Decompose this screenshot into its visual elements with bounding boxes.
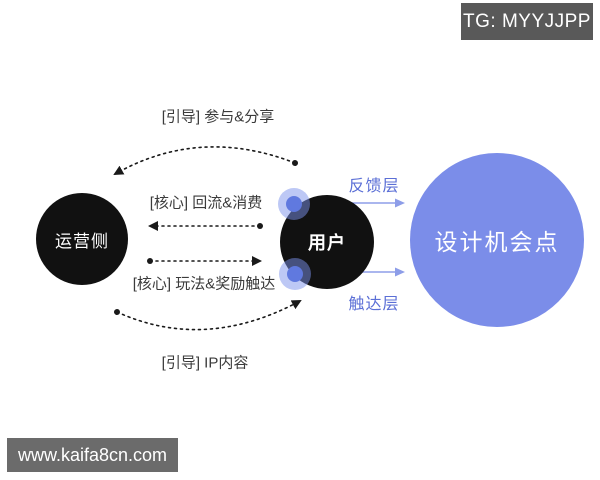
watermark-text: www.kaifa8cn.com	[17, 444, 168, 465]
arc-participate-share	[113, 146, 298, 175]
label-reach-layer: 触达层	[348, 296, 400, 313]
arc-ip-content	[114, 300, 302, 331]
label-gameplay-reward: [核心] 玩法&奖励触达	[132, 275, 276, 293]
node-user-label: 用户	[308, 233, 346, 253]
node-design-opportunity: 设计机会点	[410, 153, 584, 327]
telegram-badge-text: TG: MYYJJPP	[463, 10, 591, 32]
label-feedback-layer: 反馈层	[348, 178, 400, 195]
telegram-badge: TG: MYYJJPP	[461, 3, 593, 40]
node-operation-label: 运营侧	[55, 231, 109, 251]
label-participate-share: [引导] 参与&分享	[161, 108, 275, 126]
label-ip-content: [引导] IP内容	[161, 354, 249, 372]
node-design-opportunity-label: 设计机会点	[434, 229, 560, 255]
watermark-badge: www.kaifa8cn.com	[7, 438, 178, 472]
label-return-consume: [核心] 回流&消费	[149, 194, 263, 212]
feedback-port-inner-dot	[286, 196, 302, 212]
reach-port-inner-dot	[287, 266, 303, 282]
node-operation-side: 运营侧	[36, 193, 128, 285]
